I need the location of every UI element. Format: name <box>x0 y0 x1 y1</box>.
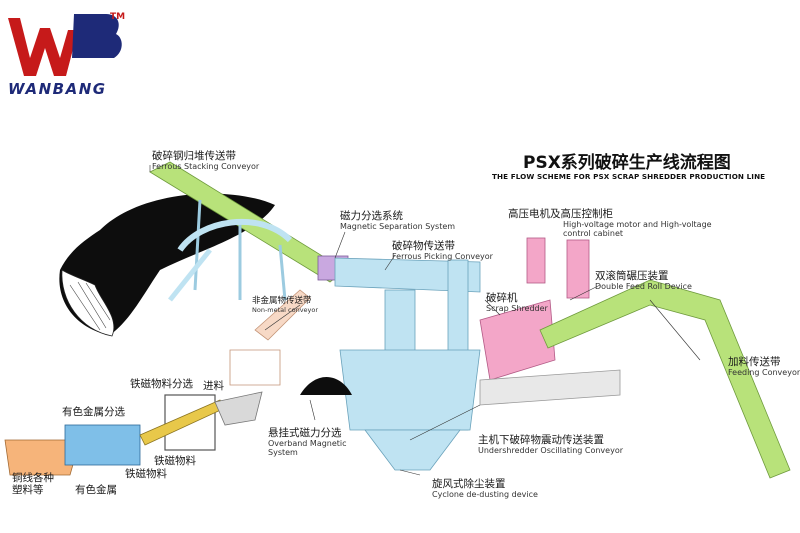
label-scrap-shredder: 破碎机 Scrap Shredder <box>486 292 548 314</box>
cyclone-dust-collector <box>339 259 481 471</box>
nonferrous-pile <box>300 376 352 395</box>
label-ferrous-stacking: 破碎钢归堆传送带 Ferrous Stacking Conveyor <box>152 150 260 172</box>
diagram-title: PSX系列破碎生产线流程图 <box>523 153 731 173</box>
wb-logo-mark <box>8 14 122 76</box>
label-feeding-conveyor: 加料传送带 Feeding Conveyor <box>728 356 800 378</box>
label-double-feed: 双滚筒碾压装置 Double Feed Roll Device <box>595 270 692 292</box>
undershredder-conveyor <box>479 369 621 406</box>
label-nonmetal-conveyor: 非金属物传送带 Non-metal conveyor <box>252 296 319 314</box>
label-ferrous-picking: 破碎物传送带 Ferrous Picking Conveyor <box>392 240 493 262</box>
label-copper-plastic: 铜线各种 塑料等 <box>12 472 54 497</box>
label-ferromagnetic-sort: 铁磁物料分选 <box>130 378 193 390</box>
hv-motor <box>566 239 590 299</box>
diagram-subtitle: THE FLOW SCHEME FOR PSX SCRAP SHREDDER P… <box>492 172 766 181</box>
label-overband: 悬挂式磁力分选 Overband Magnetic System <box>268 427 347 458</box>
label-hv-motor: 高压电机及高压控制柜 High-voltage motor and High-v… <box>508 208 712 239</box>
sorting-line <box>4 391 263 476</box>
label-cyclone: 旋风式除尘装置 Cyclone de-dusting device <box>432 478 538 500</box>
label-nonferrous-sort: 有色金属分选 <box>62 406 125 418</box>
wanbang-logo: TM WANBANG <box>0 0 134 113</box>
label-magnetic-separation: 磁力分选系统 Magnetic Separation System <box>340 210 456 232</box>
label-feed-in: 进料 <box>203 380 224 392</box>
scrap-shredder <box>479 299 556 381</box>
label-ferromagnetic-material-2: 铁磁物料 <box>125 468 167 480</box>
hv-control-cabinet <box>526 237 546 284</box>
brand-name: WANBANG <box>8 80 107 98</box>
label-undershredder: 主机下破碎物震动传送装置 Undershredder Oscillating C… <box>478 434 624 456</box>
trademark-sign: TM <box>110 12 126 22</box>
leader-lines <box>149 165 701 476</box>
label-ferromagnetic-material-1: 铁磁物料 <box>154 455 196 467</box>
feeding-conveyor <box>539 279 791 479</box>
label-nonferrous-metal: 有色金属 <box>75 484 117 496</box>
ferrous-picking-conveyor <box>334 257 481 293</box>
ferrous-stockpile <box>59 193 275 337</box>
support-frames <box>168 218 293 302</box>
